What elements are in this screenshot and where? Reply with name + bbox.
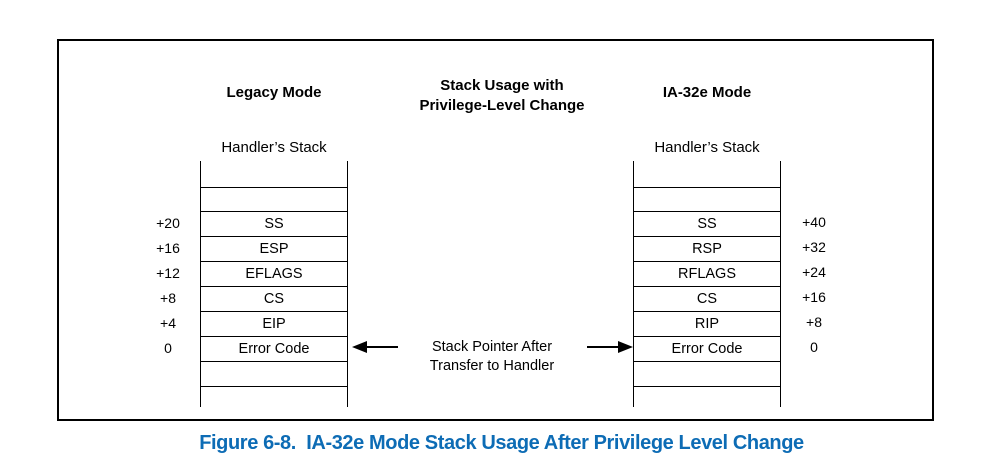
stack-cell-error-code: Error Code bbox=[634, 336, 780, 361]
stack-cell-cs: CS bbox=[201, 286, 347, 311]
legacy-offset-8: +8 bbox=[160, 290, 176, 306]
diagram-border-box bbox=[57, 39, 934, 421]
left-arrow-line bbox=[365, 346, 398, 348]
stack-cell-eflags: EFLAGS bbox=[201, 261, 347, 286]
ia32e-offset-32: +32 bbox=[802, 239, 826, 255]
stack-open-bottom bbox=[634, 386, 780, 407]
ia32e-handlers-stack-label: Handler’s Stack bbox=[654, 139, 760, 156]
stack-cell-rip: RIP bbox=[634, 311, 780, 336]
stack-cell-eip: EIP bbox=[201, 311, 347, 336]
stack-open-bottom bbox=[201, 386, 347, 407]
legacy-handlers-stack-label: Handler’s Stack bbox=[221, 139, 327, 156]
right-arrow-icon bbox=[618, 341, 633, 353]
stack-cell-ss: SS bbox=[634, 211, 780, 236]
stack-cell-esp: ESP bbox=[201, 236, 347, 261]
ia32e-offset-16: +16 bbox=[802, 289, 826, 305]
diagram-title: Stack Usage with Privilege-Level Change bbox=[382, 76, 622, 116]
legacy-offset-0: 0 bbox=[164, 340, 172, 356]
right-arrow-line bbox=[587, 346, 620, 348]
stack-pointer-note: Stack Pointer After Transfer to Handler bbox=[398, 338, 586, 376]
left-arrow-icon bbox=[352, 341, 367, 353]
legacy-offset-20: +20 bbox=[156, 215, 180, 231]
legacy-offset-4: +4 bbox=[160, 315, 176, 331]
stack-empty-cell bbox=[634, 361, 780, 386]
legacy-offset-12: +12 bbox=[156, 265, 180, 281]
stack-cell-error-code: Error Code bbox=[201, 336, 347, 361]
stack-pointer-note-line2: Transfer to Handler bbox=[429, 358, 555, 374]
stack-cell-cs: CS bbox=[634, 286, 780, 311]
stack-empty-cell bbox=[201, 361, 347, 386]
diagram-title-line1: Stack Usage with bbox=[440, 77, 564, 94]
ia32e-offset-0: 0 bbox=[810, 339, 818, 355]
ia32e-offset-40: +40 bbox=[802, 214, 826, 230]
ia32e-offset-24: +24 bbox=[802, 264, 826, 280]
stack-cell-rflags: RFLAGS bbox=[634, 261, 780, 286]
legacy-offset-16: +16 bbox=[156, 240, 180, 256]
stack-empty-cell bbox=[634, 187, 780, 211]
stack-empty-cell bbox=[201, 187, 347, 211]
stack-cell-rsp: RSP bbox=[634, 236, 780, 261]
stack-pointer-note-line1: Stack Pointer After bbox=[431, 339, 553, 355]
diagram-title-line2: Privilege-Level Change bbox=[419, 97, 585, 114]
ia32e-mode-header: IA-32e Mode bbox=[662, 84, 752, 101]
stack-cell-ss: SS bbox=[201, 211, 347, 236]
stack-open-top bbox=[201, 161, 347, 187]
ia32e-offset-8: +8 bbox=[806, 314, 822, 330]
figure-caption: Figure 6-8. IA-32e Mode Stack Usage Afte… bbox=[199, 432, 804, 454]
legacy-stack: SS ESP EFLAGS CS EIP Error Code bbox=[200, 161, 348, 407]
legacy-mode-header: Legacy Mode bbox=[226, 84, 322, 101]
stack-open-top bbox=[634, 161, 780, 187]
ia32e-stack: SS RSP RFLAGS CS RIP Error Code bbox=[633, 161, 781, 407]
